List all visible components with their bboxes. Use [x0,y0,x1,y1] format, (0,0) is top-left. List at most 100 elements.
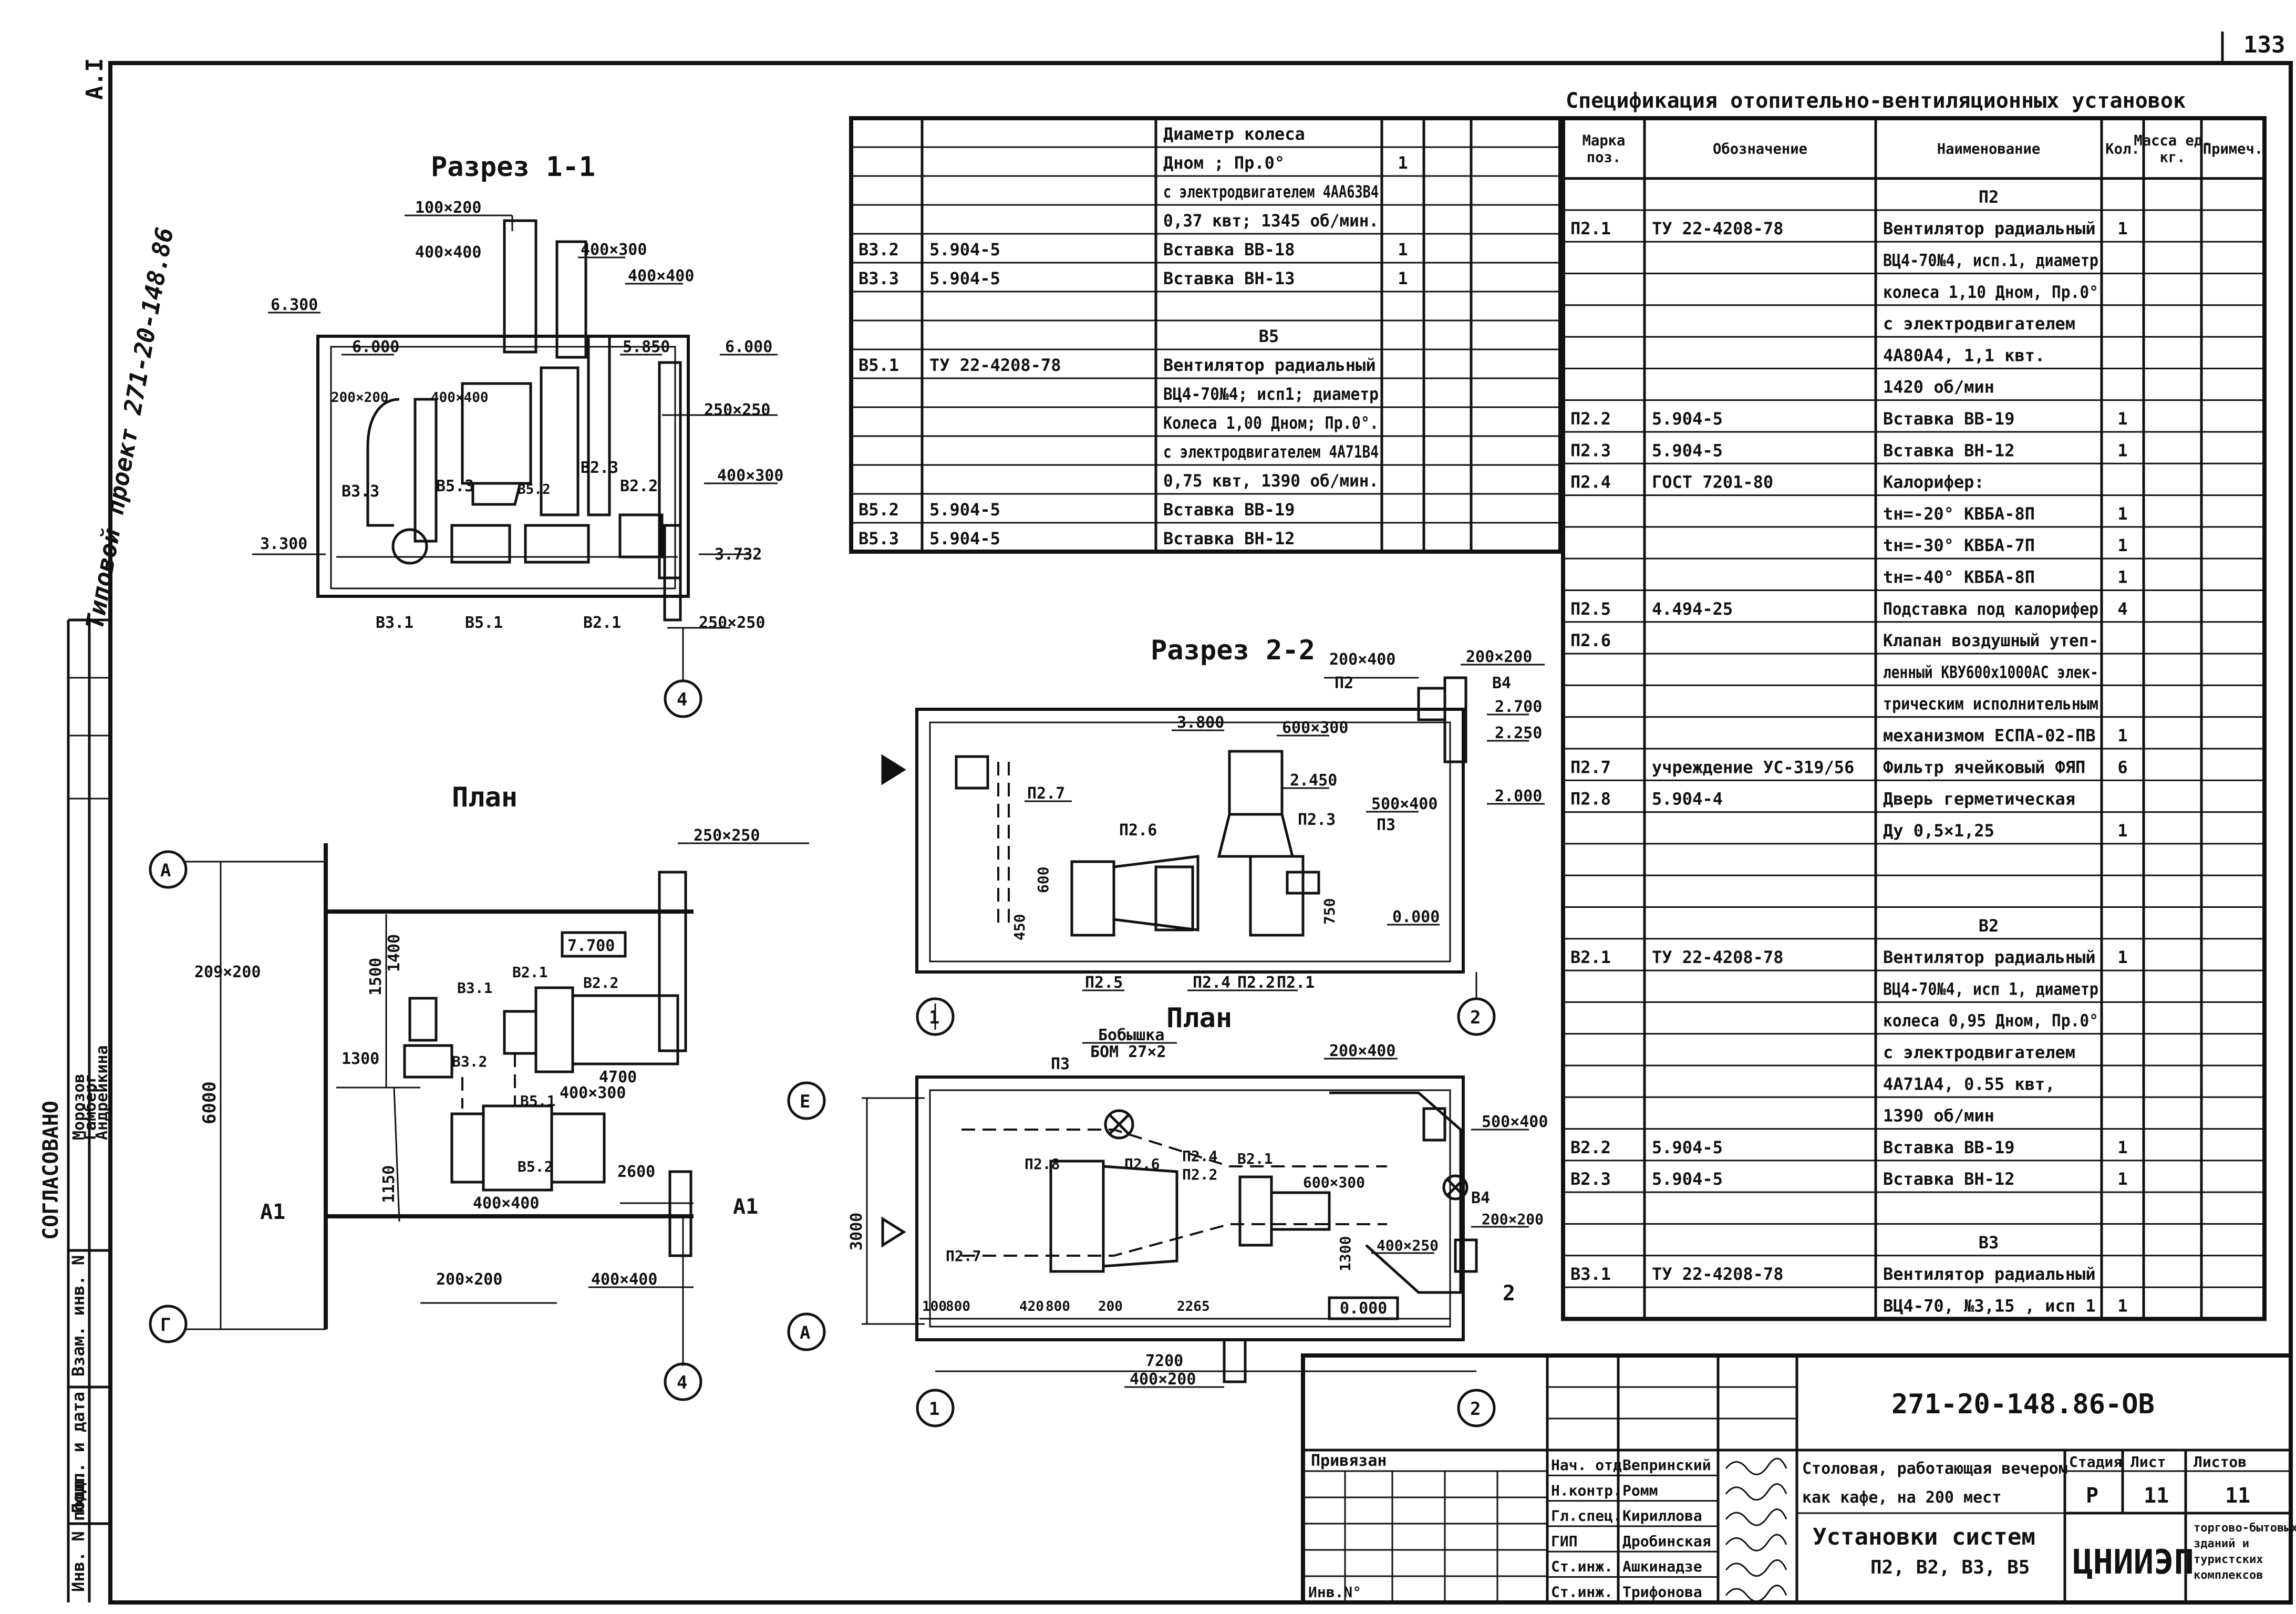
dim-label: 2600 [617,1163,655,1181]
table-cell: В5 [1259,326,1279,346]
dim-label: 400×200 [1130,1370,1196,1389]
table-cell: Вставка ВН-12 [1883,440,2014,460]
item-label: В3.1 [376,614,413,632]
inv-label-3: Взам. инв. N [68,1255,88,1377]
dim-label: 400×300 [560,1084,626,1102]
table-cell: Вставка ВВ-19 [1883,1137,2014,1157]
table-cell: 1 [1398,268,1408,288]
item-label: В5.3 [436,477,474,495]
axis-label: 2 [1470,1399,1481,1420]
table-cell: В3.2 [859,240,899,260]
table-cell: Ду 0,5×1,25 [1883,821,1994,841]
table-header-cell: кг. [2159,149,2185,165]
axis-marker-A [149,850,188,889]
plan-2-view: План Бобышка БОМ 27×2 П [787,1002,1548,1427]
table-cell: 1 [2117,409,2127,429]
dim-label: 2265 [1177,1299,1210,1315]
fitting-label: БОМ 27×2 [1090,1043,1166,1061]
table-cell: Калорифер: [1883,472,1984,492]
binding-label: Привязан [1311,1452,1387,1470]
axis-marker-2b [1457,1389,1496,1427]
level-mark: 2.700 [1495,698,1542,716]
dim-label: 500×400 [1371,795,1437,813]
plan-1-view: План 250×250 А Г 1500 [149,782,809,1401]
item-label: П2 [1335,674,1353,692]
dim-label: 400×250 [1377,1237,1439,1254]
dim-label: 1400 [385,934,404,972]
title-block: Нач. отд.ВепринскийН.контр.РоммГл.спец.К… [1301,1353,2296,1605]
dim-label: 200×400 [1329,1042,1395,1060]
table-cell: ВЦ4-70№4; исп1; диаметр [1163,384,1379,404]
axis-label: 1 [929,1007,939,1028]
table-cell: ВЦ4-70№4, исп.1, диаметр [1883,250,2098,270]
dim-label: 1300 [342,1050,379,1068]
document-code: 271-20-148.86-ОВ [1891,1389,2155,1420]
item-label: П2.3 [1298,811,1336,829]
table-cell: механизмом ЕСПА-02-ПВ [1883,726,2096,746]
fitting-label: Бобышка [1098,1026,1164,1044]
staff-name: Ашкинадзе [1622,1558,1702,1575]
sheets-label: Листов [2194,1453,2247,1471]
table-cell: 4.494-25 [1652,599,1733,619]
table-cell: ТУ 22-4208-78 [1652,947,1783,967]
agreed-name-3: Андрейкина [93,1045,111,1140]
item-label: П2.5 [1085,974,1123,992]
staff-role: Н.контр. [1551,1482,1622,1499]
table-cell: Вставка ВН-13 [1163,268,1295,288]
dim-label: 6000 [199,1081,220,1124]
staff-role: Нач. отд. [1551,1456,1631,1474]
dim-label: 3000 [847,1213,866,1250]
axis-marker-A2 [787,1312,826,1351]
dim-label: 1500 [367,958,385,996]
inv-number-label: Инв.N° [1308,1584,1361,1601]
staff-name: Кириллова [1622,1507,1702,1525]
table-cell: 0,75 квт, 1390 об/мин. [1163,471,1379,491]
table-cell: Подставка под калорифер [1883,599,2098,619]
staff-role: Ст.инж. [1551,1584,1613,1601]
section-1-1-view: Разрез 1-1 100×200 [252,151,783,718]
table-cell: В2.3 [1570,1169,1611,1189]
dim-label: 200 [1098,1299,1123,1315]
table-cell: В3.3 [859,268,899,288]
staff-name: Ромм [1622,1482,1658,1499]
table-header-cell: Марка [1583,132,1626,149]
level-mark: 3.800 [1177,713,1224,732]
signature-mark [1725,1508,1787,1526]
item-label: В5.2 [518,482,551,498]
dim-label: 600×300 [1303,1174,1365,1191]
organization-name: ЦНИИЭП [2073,1543,2194,1582]
axis-marker-4b [664,1362,702,1401]
table-cell: ТУ 22-4208-78 [929,355,1061,375]
table-cell: Вставка ВВ-18 [1163,240,1295,260]
plan-1-title: План [452,782,518,813]
organization-subtitle-4: комплексов [2194,1569,2263,1582]
organization-subtitle-1: торгово-бытовых [2194,1522,2296,1535]
item-label: П2.7 [1027,784,1065,803]
project-stamp: Типовой проект 271-20-148.86 [80,225,179,632]
table-cell: с электродвигателем [1883,314,2075,334]
table-cell: 6 [2117,757,2127,777]
item-label: П2.6 [1124,1155,1160,1173]
agreed-name-2: Гамберг [81,1074,100,1140]
level-mark: 2.000 [1495,787,1542,805]
drawing-subtitle: П2, В2, В3, В5 [1870,1557,2030,1578]
item-label: П2.6 [1119,821,1157,840]
item-label: В5.1 [520,1092,555,1110]
table-header-cell: Обозначение [1713,141,1807,157]
table-cell: 5.904-5 [929,268,1000,288]
dim-label: 100×200 [415,199,481,217]
level-mark: 0.000 [1392,908,1440,926]
table-cell: 1 [2117,1137,2127,1157]
table-cell: П2.3 [1570,440,1611,460]
table-cell: В2.2 [1570,1137,1611,1157]
item-label: В2.2 [620,477,658,495]
dim-label: 420 [1019,1299,1044,1315]
table-cell: 1420 об/мин [1883,377,1994,397]
dim-label: 400×300 [717,467,783,485]
dim-label: 209×200 [194,963,261,981]
signature-mark [1725,1534,1787,1551]
table-cell: П2.8 [1570,789,1611,809]
table-header-cell: Примеч. [2203,141,2263,157]
axis-marker-E [787,1081,826,1120]
item-label: В3.2 [452,1053,487,1070]
